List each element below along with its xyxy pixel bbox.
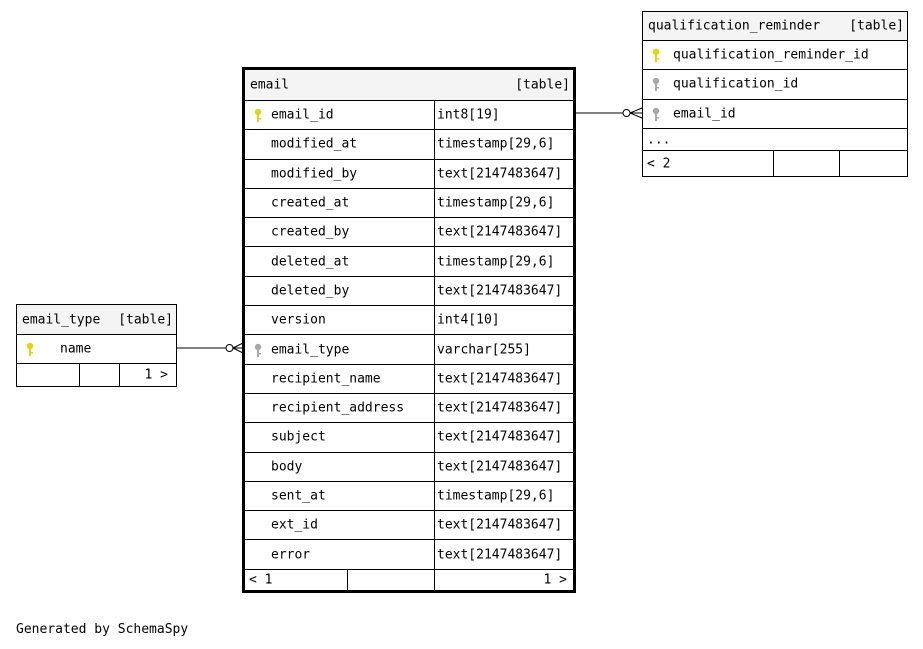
column-name: ext_id xyxy=(271,517,318,533)
footer-divider xyxy=(347,570,348,590)
footer-divider xyxy=(79,364,80,386)
footer-count[interactable]: 1 > xyxy=(144,367,168,383)
table-row[interactable]: created_by text[2147483647] xyxy=(245,218,573,248)
column-name: error xyxy=(271,547,311,563)
table-row[interactable]: subject text[2147483647] xyxy=(245,423,573,453)
column-name: subject xyxy=(271,429,326,445)
primary-key-icon xyxy=(254,108,262,123)
column-type: varchar[255] xyxy=(437,342,531,358)
table-footer: < 1 1 > xyxy=(245,570,573,590)
column-name: created_at xyxy=(271,195,350,211)
table-name: qualification_reminder xyxy=(648,18,821,34)
column-name: email_id xyxy=(271,107,334,123)
column-divider xyxy=(434,101,435,590)
table-row-ellipsis: ... xyxy=(643,129,907,151)
table-row[interactable]: deleted_at timestamp[29,6] xyxy=(245,248,573,277)
table-row[interactable]: body text[2147483647] xyxy=(245,453,573,482)
table-row[interactable]: modified_by text[2147483647] xyxy=(245,160,573,189)
column-type: timestamp[29,6] xyxy=(437,254,555,270)
email-table[interactable]: email [table] email_id int8[19] modified_a… xyxy=(242,67,576,593)
column-type: timestamp[29,6] xyxy=(437,136,555,152)
table-row[interactable]: email_id int8[19] xyxy=(245,101,573,131)
table-footer: 1 > xyxy=(17,364,176,386)
generated-by-label: Generated by SchemaSpy xyxy=(16,622,189,637)
footer-divider xyxy=(839,151,840,176)
more-columns-ellipsis: ... xyxy=(647,132,671,147)
table-header[interactable]: qualification_reminder [table] xyxy=(643,12,907,41)
table-row[interactable]: sent_at timestamp[29,6] xyxy=(245,482,573,512)
column-type: text[2147483647] xyxy=(437,400,563,416)
column-name: version xyxy=(271,312,326,328)
column-type: int4[10] xyxy=(437,312,500,328)
table-footer: < 2 xyxy=(643,151,907,176)
column-name: recipient_name xyxy=(271,371,381,387)
table-row[interactable]: modified_at timestamp[29,6] xyxy=(245,130,573,160)
table-row[interactable]: name xyxy=(17,335,176,364)
table-row[interactable]: created_at timestamp[29,6] xyxy=(245,189,573,219)
column-name: email_type xyxy=(271,342,350,358)
connector-zero-marker xyxy=(622,109,631,117)
table-name: email xyxy=(250,77,290,93)
column-type: text[2147483647] xyxy=(437,224,563,240)
column-name: sent_at xyxy=(271,488,326,504)
column-type: timestamp[29,6] xyxy=(437,488,555,504)
column-type: text[2147483647] xyxy=(437,371,563,387)
qualification-reminder-table[interactable]: qualification_reminder [table] qualifica… xyxy=(642,11,908,177)
column-name: qualification_id xyxy=(673,76,799,92)
column-name: body xyxy=(271,459,303,475)
primary-key-icon xyxy=(26,342,34,356)
table-row[interactable]: email_id xyxy=(643,100,907,129)
table-row[interactable]: error text[2147483647] xyxy=(245,541,573,570)
footer-children-count[interactable]: 1 > xyxy=(543,572,567,588)
column-name: email_id xyxy=(673,106,736,122)
table-row[interactable]: email_type varchar[255] xyxy=(245,335,573,365)
footer-parents-count[interactable]: < 2 xyxy=(647,156,671,171)
column-name: deleted_at xyxy=(271,254,350,270)
footer-divider xyxy=(773,151,774,176)
foreign-key-icon xyxy=(652,107,660,121)
column-name: recipient_address xyxy=(271,400,405,416)
connector-zero-marker xyxy=(225,344,234,352)
table-kind: [table] xyxy=(849,18,904,34)
email-type-table[interactable]: email_type [table] name 1 > xyxy=(16,304,177,387)
column-name: deleted_by xyxy=(271,283,350,299)
table-header[interactable]: email_type [table] xyxy=(17,305,176,335)
column-name: qualification_reminder_id xyxy=(673,47,869,63)
column-type: int8[19] xyxy=(437,107,500,123)
connector-crowfoot-marker xyxy=(629,107,643,119)
table-row[interactable]: deleted_by text[2147483647] xyxy=(245,277,573,307)
footer-parents-count[interactable]: < 1 xyxy=(249,572,273,588)
column-type: text[2147483647] xyxy=(437,517,563,533)
table-row[interactable]: ext_id text[2147483647] xyxy=(245,511,573,541)
table-kind: [table] xyxy=(118,312,173,327)
column-type: text[2147483647] xyxy=(437,283,563,299)
table-row[interactable]: qualification_id xyxy=(643,70,907,100)
primary-key-icon xyxy=(652,48,660,63)
foreign-key-icon xyxy=(652,78,660,92)
column-name: created_by xyxy=(271,224,350,240)
column-name: modified_at xyxy=(271,136,358,152)
column-type: text[2147483647] xyxy=(437,459,563,475)
foreign-key-icon xyxy=(254,343,262,357)
column-type: text[2147483647] xyxy=(437,429,563,445)
table-header[interactable]: email [table] xyxy=(245,70,573,101)
table-row[interactable]: qualification_reminder_id xyxy=(643,41,907,71)
column-name: modified_by xyxy=(271,166,358,182)
column-type: text[2147483647] xyxy=(437,166,563,182)
table-name: email_type xyxy=(22,312,101,327)
table-kind: [table] xyxy=(515,77,570,93)
table-row[interactable]: version int4[10] xyxy=(245,306,573,336)
table-row[interactable]: recipient_address text[2147483647] xyxy=(245,394,573,424)
column-type: text[2147483647] xyxy=(437,547,563,563)
column-name: name xyxy=(60,341,92,357)
column-type: timestamp[29,6] xyxy=(437,195,555,211)
footer-divider xyxy=(119,364,120,386)
table-row[interactable]: recipient_name text[2147483647] xyxy=(245,365,573,394)
